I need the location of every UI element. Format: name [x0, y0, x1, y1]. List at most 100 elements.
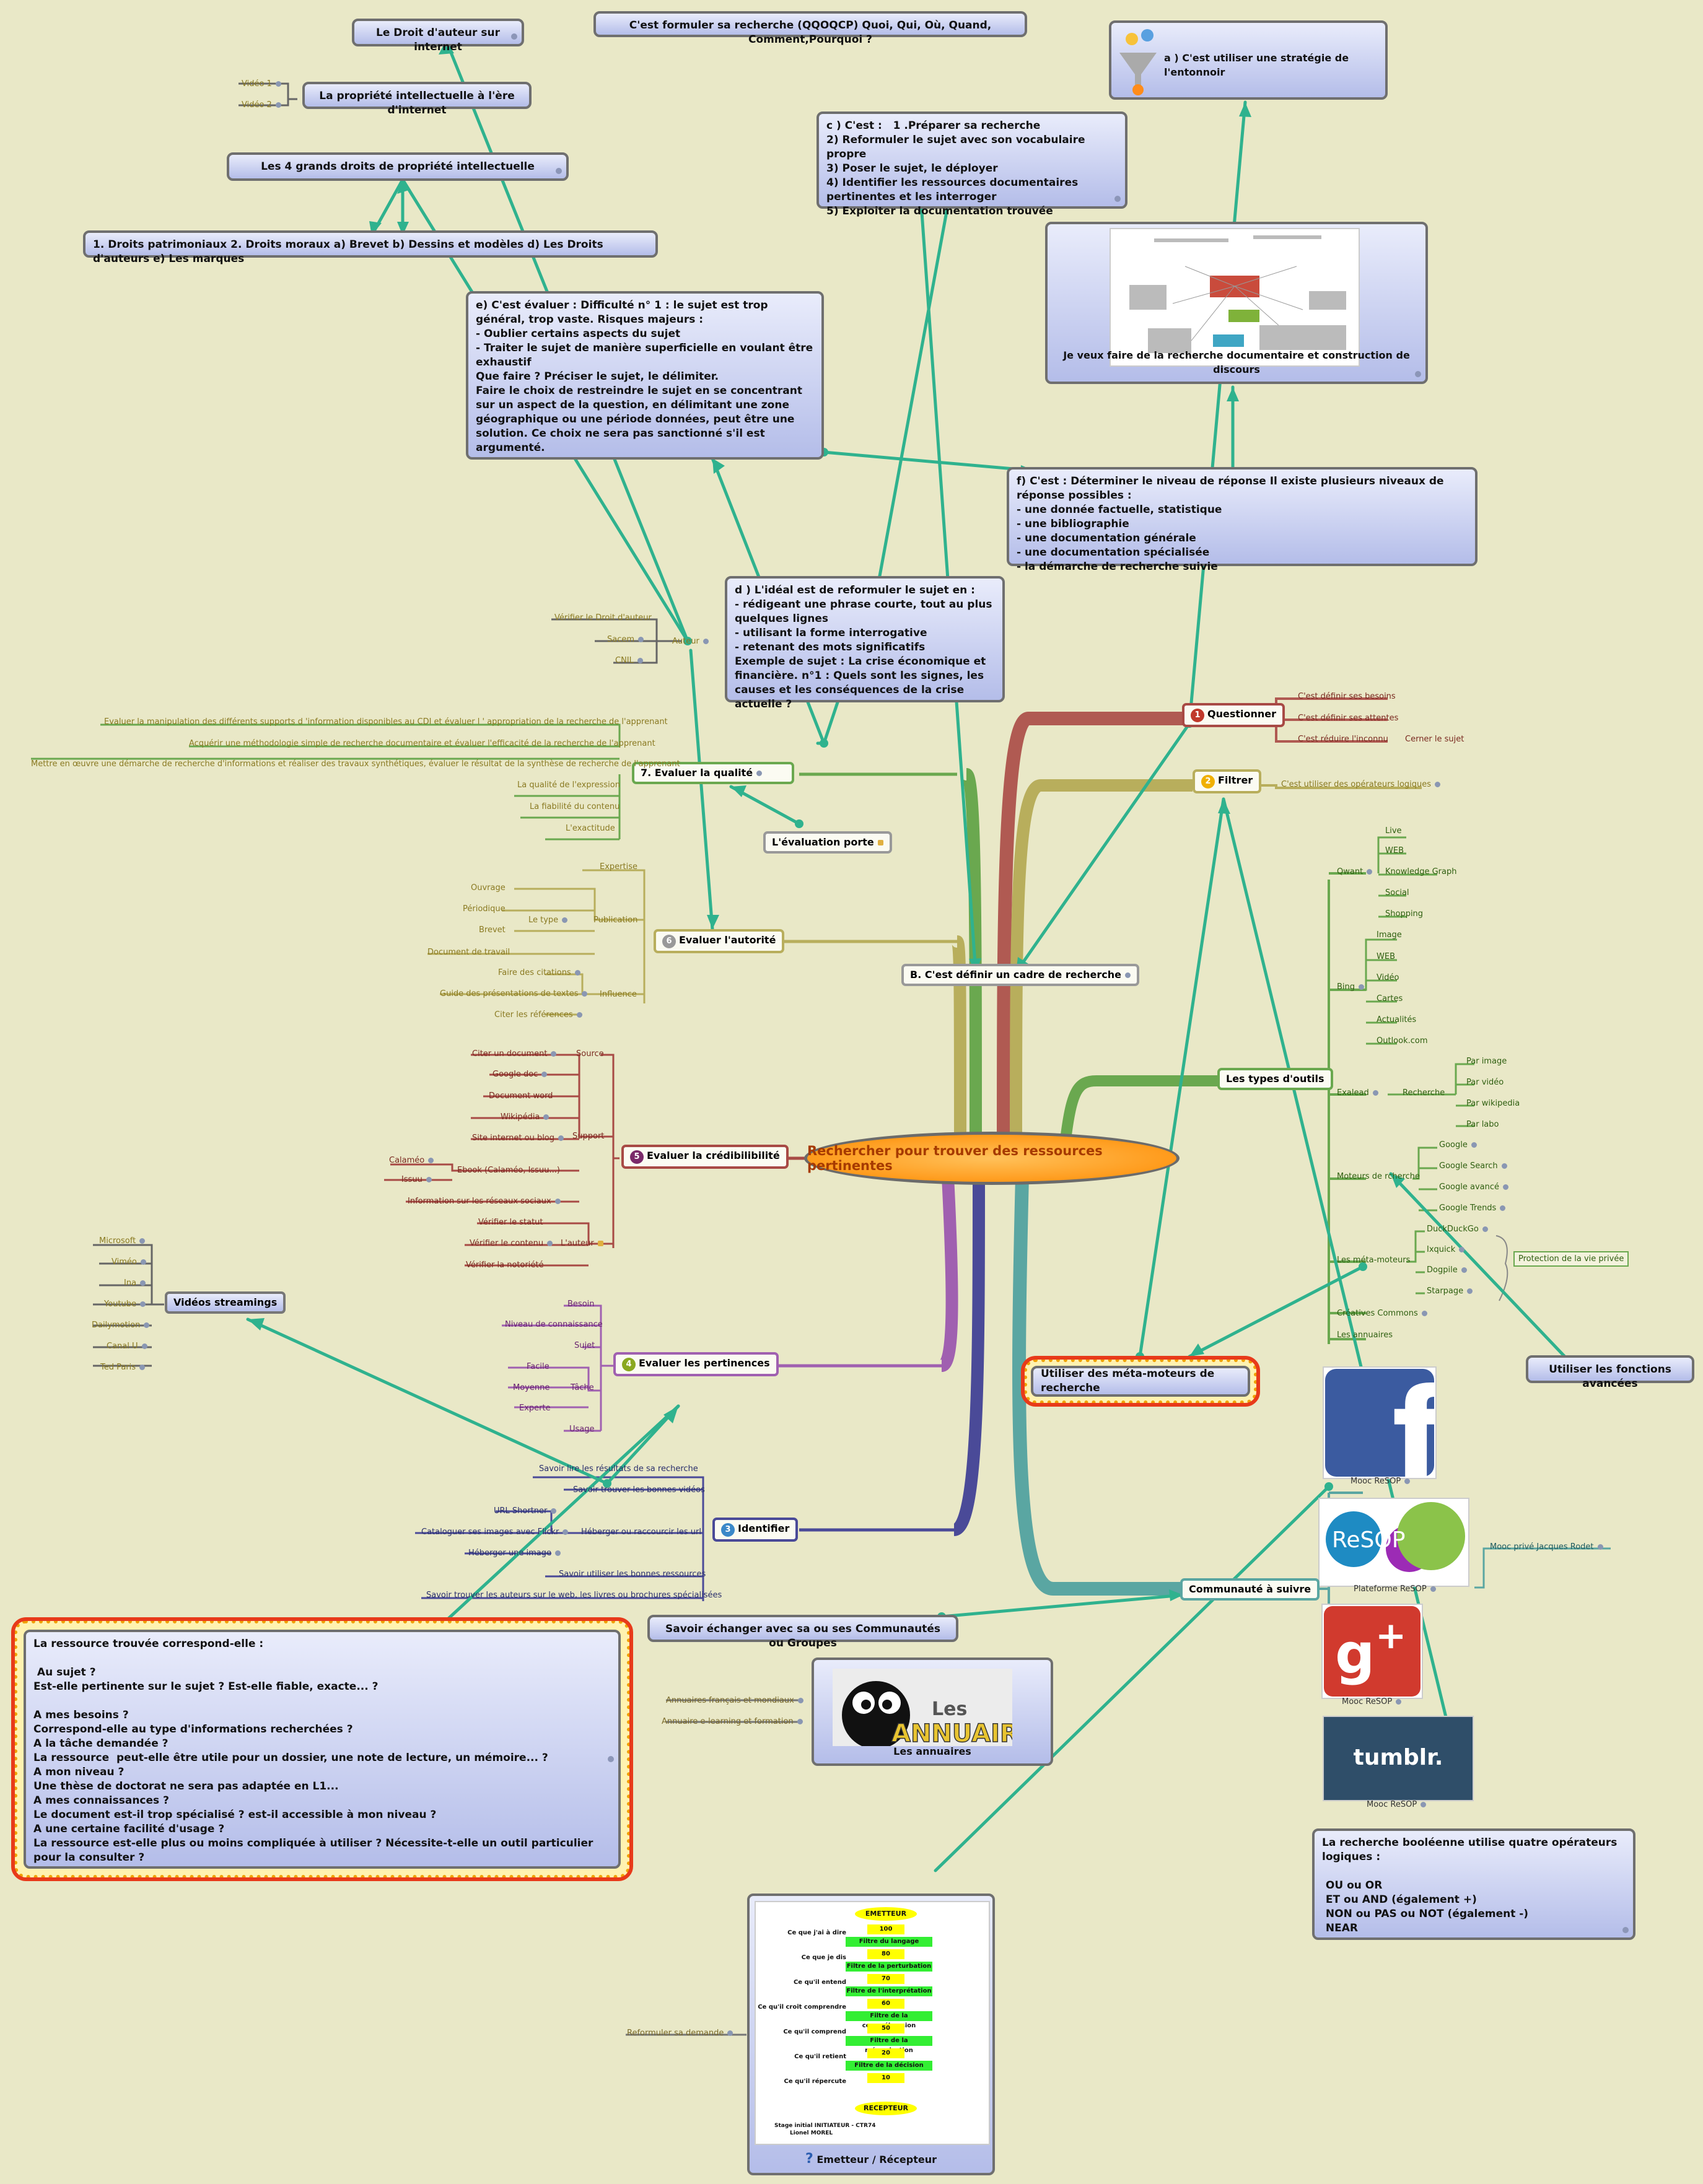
questionner-sub-3[interactable]: C'est réduire l'inconnu	[1298, 735, 1388, 744]
type-periodique[interactable]: Périodique	[463, 904, 506, 914]
influence-citations[interactable]: Faire des citations	[498, 968, 580, 977]
moteur-google-search[interactable]: Google Search	[1439, 1161, 1507, 1171]
support-site-blog[interactable]: Site internet ou blog	[472, 1133, 564, 1143]
autorite-expertise[interactable]: Expertise	[600, 862, 637, 871]
filtrer-sub-1[interactable]: C'est utiliser des opérateurs logiques	[1281, 780, 1441, 789]
entonnoir-box[interactable]: a ) C'est utiliser une stratégie de l'en…	[1109, 20, 1388, 100]
resop-logo[interactable]: ReSOP	[1318, 1498, 1469, 1587]
meta-starpage[interactable]: Starpage	[1427, 1286, 1473, 1296]
qwant-node[interactable]: Qwant	[1337, 867, 1373, 876]
questionner-sub-1[interactable]: C'est définir ses besoins	[1298, 692, 1396, 701]
qwant-knowledge[interactable]: Knowledge Graph	[1385, 867, 1457, 876]
bing-video[interactable]: Vidéo	[1377, 973, 1399, 982]
evaluation-porte-topic[interactable]: L'évaluation porte	[763, 831, 892, 854]
pertinence-usage[interactable]: Usage	[569, 1425, 595, 1434]
creative-commons-node[interactable]: Créatives Commons	[1337, 1309, 1427, 1318]
tumblr-logo[interactable]: tumblr.	[1323, 1716, 1474, 1801]
exalead-image[interactable]: Par image	[1466, 1057, 1507, 1066]
qualite-item-6[interactable]: L'exactitude	[566, 824, 615, 833]
identifier-item-4[interactable]: Savoir utiliser les bonnes ressources	[559, 1570, 706, 1579]
autorite-letype[interactable]: Le type	[528, 915, 568, 925]
communaute-topic[interactable]: Communauté à suivre	[1180, 1578, 1320, 1601]
bing-cartes[interactable]: Cartes	[1377, 994, 1403, 1003]
qwant-shopping[interactable]: Shopping	[1385, 909, 1424, 919]
identifier-item-5[interactable]: Savoir trouver les auteurs sur le web, l…	[426, 1591, 722, 1600]
url-shortner[interactable]: URL Shortner	[494, 1506, 557, 1516]
google-plus-logo[interactable]: g+	[1321, 1604, 1423, 1699]
identifier-item-2[interactable]: Savoir trouver les bonnes vidéos	[573, 1485, 705, 1495]
citer-document[interactable]: Citer un document	[472, 1049, 557, 1059]
video-canal-u[interactable]: Canal U	[107, 1342, 147, 1351]
auteur-notoriete[interactable]: Vérifier la notoriété	[466, 1260, 544, 1270]
support-word[interactable]: Document word	[489, 1091, 553, 1101]
questionner-sub-2[interactable]: C'est définir ses attentes	[1298, 714, 1399, 723]
exalead-recherche[interactable]: Recherche	[1403, 1088, 1445, 1098]
credibilite-support[interactable]: Support	[572, 1132, 605, 1141]
video-ted[interactable]: Ted Paris	[100, 1363, 146, 1372]
echanger-box[interactable]: Savoir échanger avec sa ou ses Communaut…	[647, 1615, 958, 1649]
qualite-item-4[interactable]: La qualité de l'expression	[517, 780, 620, 790]
central-topic[interactable]: Rechercher pour trouver des ressources p…	[804, 1132, 1180, 1185]
support-google-doc[interactable]: Google doc	[493, 1070, 548, 1079]
meta-ixquick[interactable]: Ixquick	[1427, 1245, 1465, 1254]
type-document-travail[interactable]: Document de travail	[427, 948, 510, 957]
heberger-image[interactable]: Héberger une image	[468, 1548, 561, 1558]
ressource-callout[interactable]: La ressource trouvée correspond-elle : A…	[11, 1617, 633, 1881]
video-dailymotion[interactable]: Dailymotion	[92, 1321, 150, 1330]
fonctions-avancees-box[interactable]: Utiliser les fonctions avancées	[1526, 1355, 1694, 1390]
video-vimeo[interactable]: Viméo	[112, 1257, 146, 1267]
f-cest-box[interactable]: f) C'est : Déterminer le niveau de répon…	[1007, 467, 1478, 573]
e-cest-box[interactable]: e) C'est évaluer : Difficulté n° 1 : le …	[466, 291, 824, 460]
videos-streaming-topic[interactable]: Vidéos streamings	[165, 1291, 286, 1314]
tache-moyenne[interactable]: Moyenne	[513, 1383, 550, 1392]
annuaires-node[interactable]: Les annuaires	[1337, 1330, 1393, 1340]
flickr-catalogue[interactable]: Cataloguer ses images avec Flickr	[421, 1527, 569, 1537]
quatre-droits-box[interactable]: Les 4 grands droits de propriété intelle…	[227, 152, 569, 181]
cadre-recherche-topic[interactable]: B. C'est définir un cadre de recherche	[901, 964, 1139, 986]
exalead-labo[interactable]: Par labo	[1466, 1120, 1499, 1129]
sacem[interactable]: Sacem	[607, 635, 644, 644]
pertinence-tache[interactable]: Tâche	[571, 1383, 594, 1392]
ebook-calameo[interactable]: Calaméo	[389, 1156, 434, 1165]
annuaires-francais[interactable]: Annuaires français et mondiaux	[666, 1696, 803, 1705]
evaluer-qualite-topic[interactable]: 7. Evaluer la qualité	[632, 762, 794, 784]
pertinence-niveau[interactable]: Niveau de connaissance	[505, 1320, 603, 1329]
bing-actualites[interactable]: Actualités	[1377, 1015, 1417, 1024]
pertinence-besoin[interactable]: Besoin	[567, 1299, 595, 1309]
video-microsoft[interactable]: Microsoft	[99, 1236, 146, 1246]
propriete-box[interactable]: La propriété intellectuelle à l'ère d'in…	[302, 82, 532, 116]
influence-guide[interactable]: Guide des présentations de textes	[440, 989, 588, 998]
moteurs-node[interactable]: Moteurs de rcherche	[1337, 1172, 1421, 1181]
qualite-item-3[interactable]: Mettre en œuvre une démarche de recherch…	[31, 759, 680, 769]
qualite-item-1[interactable]: Evaluer la manipulation des différents s…	[104, 717, 668, 727]
annuaires-box[interactable]: LesANNUAIRES Les annuaires	[812, 1658, 1054, 1766]
identifier-item-1[interactable]: Savoir lire les résultats de sa recherch…	[539, 1464, 698, 1474]
mooc-prive-link[interactable]: Mooc privé Jacques Rodet	[1490, 1542, 1603, 1552]
doc-recherche-box[interactable]: Je veux faire de la recherche documentai…	[1045, 222, 1428, 384]
qqoqcp-box[interactable]: C'est formuler sa recherche (QQOQCP) Quo…	[593, 11, 1027, 46]
auteur-node[interactable]: Auteur	[666, 633, 715, 650]
identifier-item-3[interactable]: Héberger ou raccourcir les url	[581, 1527, 701, 1537]
bing-image[interactable]: Image	[1377, 930, 1402, 940]
bing-outlook[interactable]: Outlook.com	[1377, 1036, 1428, 1046]
support-wikipedia[interactable]: Wikipédia	[501, 1112, 549, 1122]
annuaires-elearning[interactable]: Annuaire e-learning et formation	[662, 1717, 803, 1726]
meta-moteurs-node[interactable]: Les méta-moteurs	[1337, 1256, 1411, 1265]
types-outils-topic[interactable]: Les types d'outils	[1217, 1068, 1333, 1090]
questionner-sub-4[interactable]: Cerner le sujet	[1405, 735, 1464, 744]
reformuler-demande[interactable]: Reformuler sa demande	[627, 2029, 733, 2038]
video1-link[interactable]: Vidéo 1	[242, 79, 281, 89]
support-reseaux[interactable]: Information sur les réseaux sociaux	[408, 1197, 561, 1206]
meta-duckduckgo[interactable]: DuckDuckGo	[1427, 1225, 1488, 1234]
c-cest-box[interactable]: c ) C'est : 1 .Préparer sa recherche 2) …	[816, 111, 1127, 217]
exalead-node[interactable]: Exalead	[1337, 1088, 1378, 1098]
d-ideal-box[interactable]: d ) L'idéal est de reformuler le sujet e…	[725, 576, 1005, 710]
bing-web[interactable]: WEB	[1377, 952, 1395, 961]
video2-link[interactable]: Vidéo 2	[242, 100, 281, 110]
moteur-google[interactable]: Google	[1439, 1140, 1477, 1150]
